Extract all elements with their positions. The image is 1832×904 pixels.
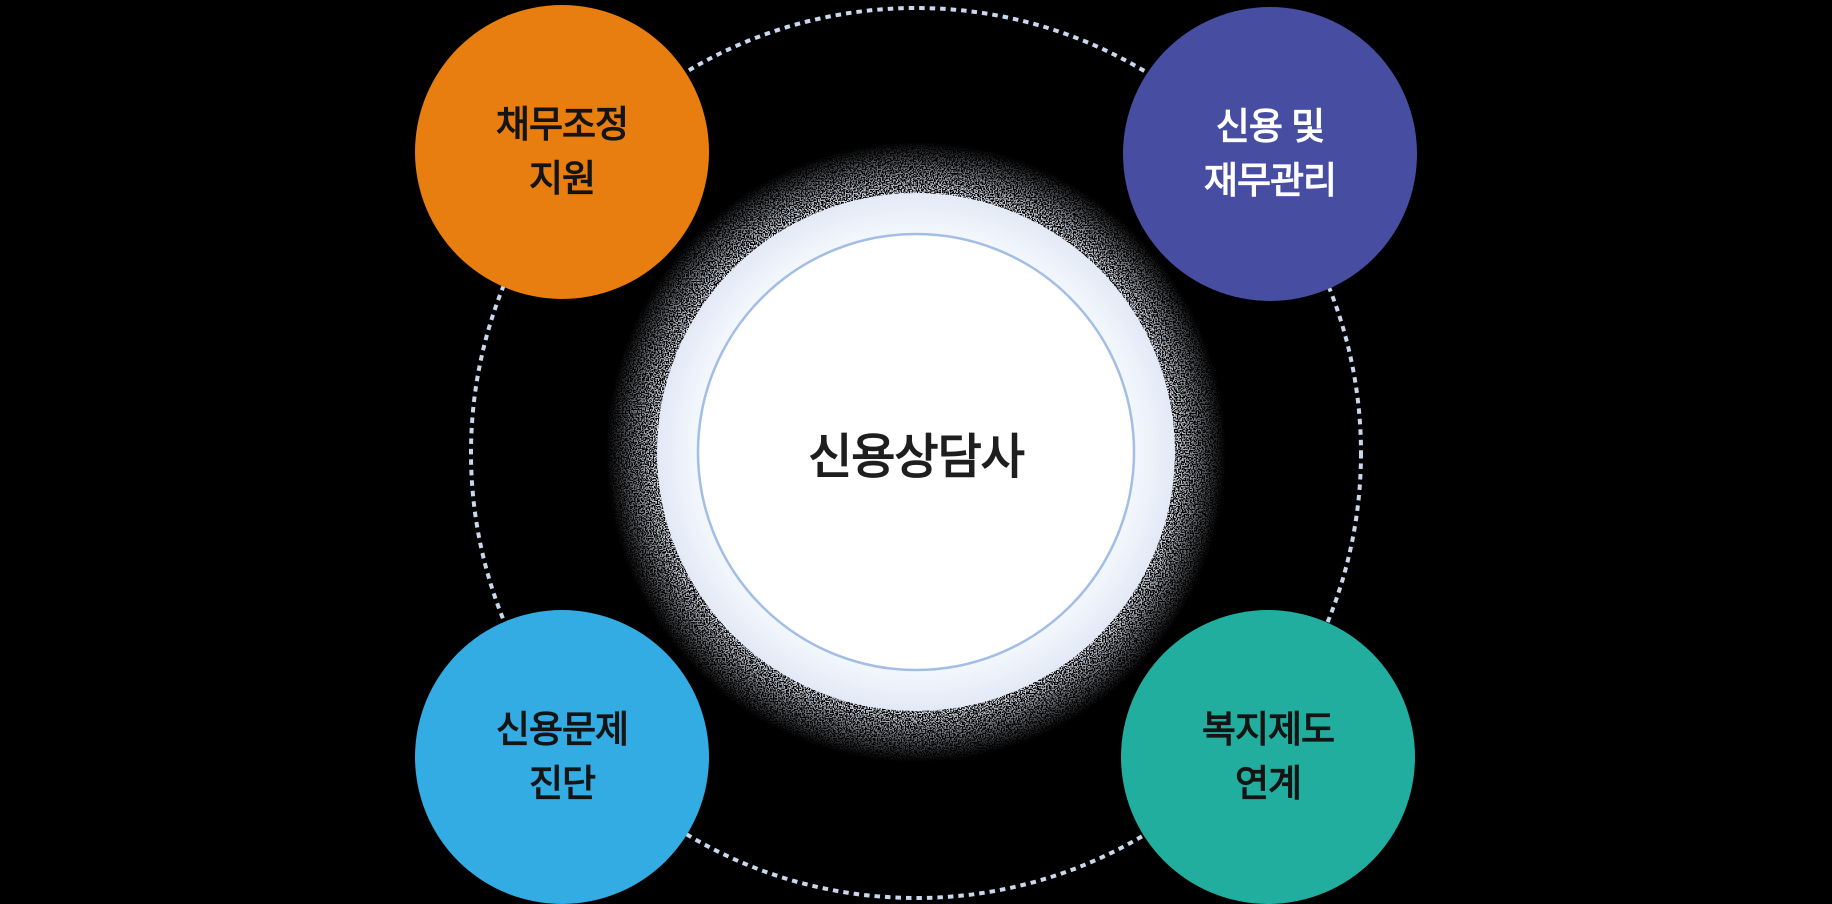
satellite-credit-problem-diagnosis: 신용문제 진단 <box>415 610 709 904</box>
satellite-label-line: 채무조정 <box>495 104 629 146</box>
satellite-credit-and-financial-management: 신용 및 재무관리 <box>1123 7 1417 301</box>
satellite-welfare-system-linkage: 복지제도 연계 <box>1121 610 1415 904</box>
satellite-label-line: 재무관리 <box>1203 160 1337 201</box>
satellite-label-line: 신용문제 <box>495 709 629 751</box>
satellite-label-line: 연계 <box>1234 763 1302 804</box>
satellite-label-line: 진단 <box>528 763 596 804</box>
satellite-label-line: 신용 및 <box>1215 106 1325 148</box>
dotted-orbit-ring <box>469 6 1363 900</box>
satellite-label-line: 복지제도 <box>1201 709 1335 751</box>
satellite-debt-adjustment-support: 채무조정 지원 <box>415 5 709 299</box>
satellite-label-line: 지원 <box>528 158 596 199</box>
center-inner-circle <box>696 232 1136 672</box>
